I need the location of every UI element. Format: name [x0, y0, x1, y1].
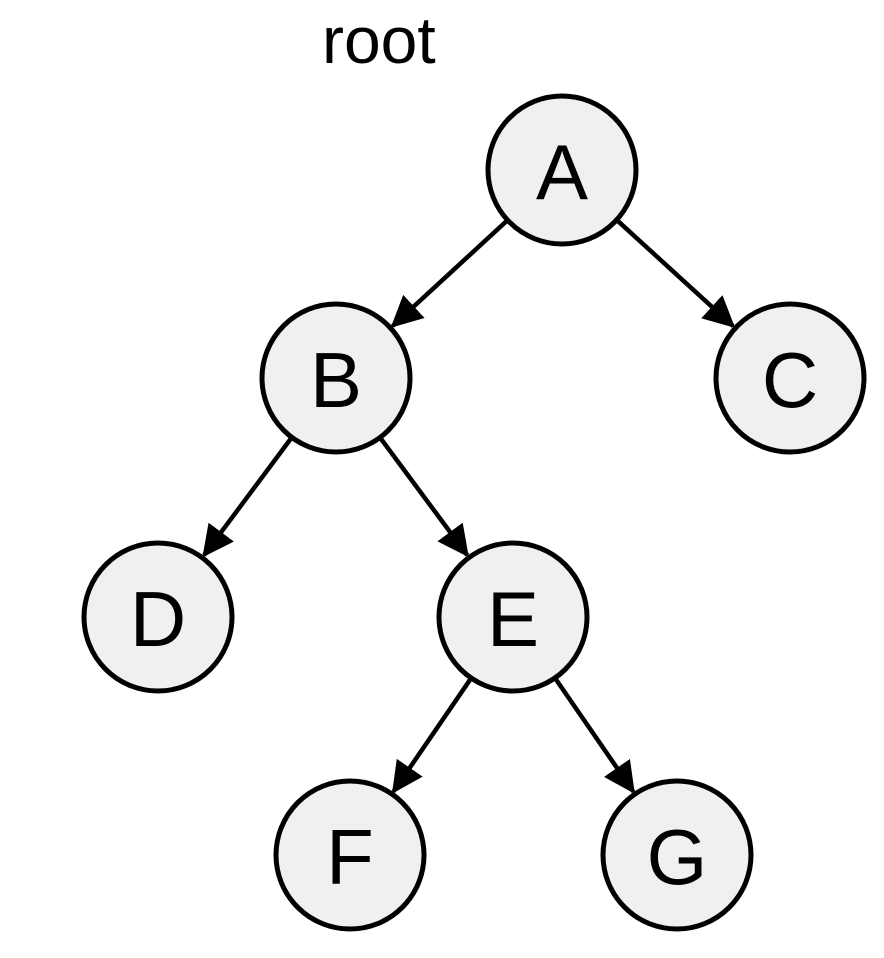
node-circle — [485, 93, 639, 247]
edge-a-c — [616, 219, 736, 328]
edges-layer — [202, 219, 736, 794]
nodes-layer: A B C D E F G — [81, 93, 867, 932]
node-g: G — [600, 778, 754, 932]
node-d: D — [81, 540, 235, 694]
node-label: D — [130, 575, 186, 663]
node-circle — [600, 778, 754, 932]
node-circle — [273, 778, 427, 932]
node-circle — [259, 301, 413, 455]
node-circle — [81, 540, 235, 694]
node-e: E — [436, 540, 590, 694]
root-label: root — [322, 3, 436, 77]
edge-b-d — [202, 437, 293, 558]
node-b: B — [259, 301, 413, 455]
node-label: E — [487, 575, 539, 663]
node-a: A — [485, 93, 639, 247]
node-label: A — [536, 128, 588, 216]
node-f: F — [273, 778, 427, 932]
node-circle — [713, 301, 867, 455]
node-label: C — [762, 336, 818, 424]
edge-a-b — [390, 219, 508, 328]
edge-b-e — [379, 437, 470, 558]
edge-e-f — [391, 678, 472, 794]
node-circle — [436, 540, 590, 694]
node-label: F — [326, 813, 374, 901]
node-label: G — [647, 813, 708, 901]
node-c: C — [713, 301, 867, 455]
node-label: B — [310, 336, 362, 424]
edge-e-g — [554, 678, 636, 794]
